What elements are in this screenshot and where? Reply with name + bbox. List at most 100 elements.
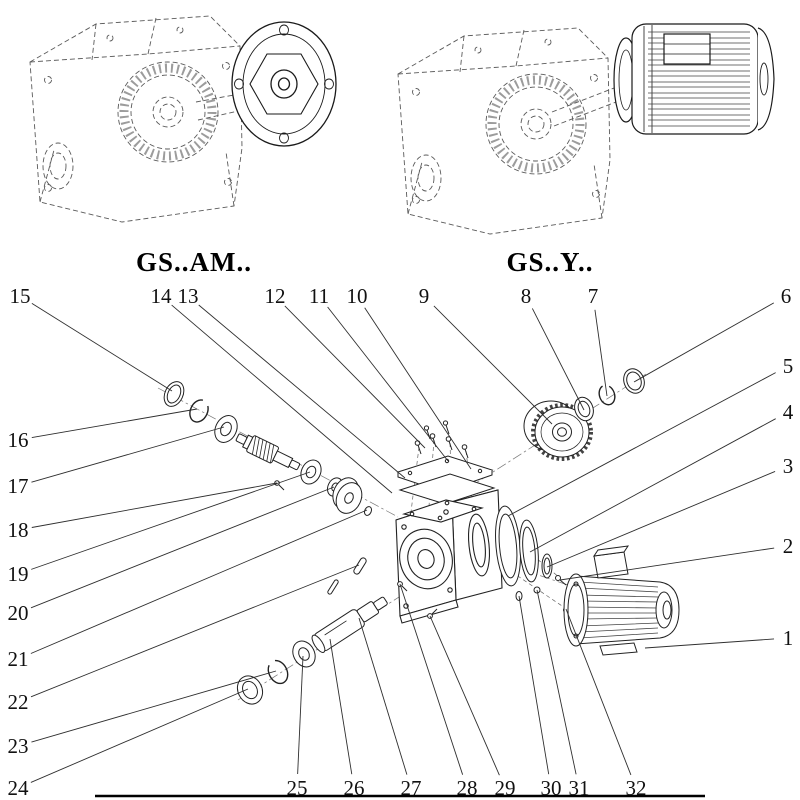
leader-line-7 [594,309,608,397]
leader-line-24 [30,688,249,783]
part-set-screw [274,480,285,491]
leader-line-15 [31,303,173,392]
motor-foot [599,642,638,656]
leader-line-13 [198,304,406,479]
leader-line-27 [358,617,408,775]
leader-line-20 [30,486,335,609]
part-number-label-12: 12 [265,284,286,308]
motor-terminal-box [663,33,711,65]
leader-line-3 [546,470,776,568]
part-number-label-25: 25 [287,776,308,800]
leader-line-17 [31,426,225,483]
leader-line-19 [31,471,311,570]
part-number-label-18: 18 [8,518,29,542]
part-snap-ring-output [267,659,289,685]
part-number-label-13: 13 [178,284,199,308]
leader-line-29 [429,615,500,776]
part-number-label-7: 7 [588,284,599,308]
input-shaft-phantom-left [195,91,253,121]
part-number-label-21: 21 [8,647,29,671]
part-number-label-27: 27 [401,776,422,800]
part-number-label-15: 15 [10,284,31,308]
leader-line-18 [31,482,278,528]
part-bearing-input-front [214,415,238,443]
part-number-label-17: 17 [8,474,29,498]
part-housing [395,489,503,624]
housing-top-pad [401,499,485,523]
gearbox-gs-am-drawing [30,16,337,222]
leader-line-30 [518,595,550,775]
leader-line-21 [30,509,368,654]
leader-line-16 [31,408,198,439]
leader-line-12 [284,305,426,449]
part-number-label-29: 29 [495,776,516,800]
part-seal-gear-side [623,368,645,394]
part-bearing-gear-side [574,396,594,422]
leader-line-26 [329,638,353,775]
part-number-label-5: 5 [783,354,794,378]
part-number-label-19: 19 [8,562,29,586]
part-number-label-3: 3 [783,454,794,478]
leader-line-14 [171,304,393,494]
motor-fan-cover [655,591,673,629]
gearbox-housing-phantom-left [30,16,242,222]
input-flange-solid [231,21,337,147]
gearbox-housing-phantom-right [398,28,610,234]
model-label-gs-am: GS..AM.. [136,247,252,277]
part-worm-wheel [523,400,593,461]
part-number-label-24: 24 [8,776,30,800]
part-cover-gasket [398,473,496,505]
part-number-label-2: 2 [783,534,794,558]
part-number-label-9: 9 [419,284,430,308]
leader-line-11 [327,306,449,462]
leader-line-28 [399,583,464,775]
gearbox-gs-y-drawing [398,23,775,234]
leader-line-22 [30,564,360,698]
part-number-label-4: 4 [783,400,794,424]
part-number-label-31: 31 [569,776,590,800]
motor-solid [613,23,775,135]
leader-line-32 [565,608,632,776]
part-number-label-1: 1 [783,626,794,650]
part-cover-plate [396,455,496,505]
part-number-label-20: 20 [8,601,29,625]
part-output-shaft [311,596,388,653]
part-number-label-14: 14 [151,284,173,308]
part-bearing-output [292,640,316,668]
part-number-label-6: 6 [781,284,792,308]
leader-line-5 [507,372,776,517]
leader-line-4 [529,418,776,553]
part-motor [563,545,680,656]
worm-thread-hatch [251,435,275,464]
part-worm-shaft [235,433,301,471]
part-number-label-23: 23 [8,734,29,758]
leader-line-1 [644,638,775,649]
part-number-label-30: 30 [541,776,562,800]
part-number-label-8: 8 [521,284,532,308]
part-number-label-11: 11 [309,284,329,308]
input-shaft-phantom-right [551,87,617,127]
part-number-label-32: 32 [626,776,647,800]
motor-rear-bell [757,27,775,131]
leader-line-10 [364,307,472,470]
leader-line-25 [297,655,304,775]
part-flange-gasket [519,519,539,583]
part-key [353,557,367,575]
leader-line-8 [531,308,585,411]
part-snap-ring-gear-side [598,384,616,406]
part-number-label-22: 22 [8,690,29,714]
leader-line-6 [633,302,775,383]
part-retaining-ring-input [189,399,209,423]
part-oil-seal-input [163,381,185,407]
leader-line-2 [559,547,775,581]
motor-fins-exploded [579,581,659,639]
leader-line-9 [433,305,553,425]
part-number-label-10: 10 [347,284,368,308]
part-oil-seal-output [236,675,264,705]
leader-lines [30,302,776,783]
part-pin [327,579,339,595]
part-spacer-small [364,506,372,516]
